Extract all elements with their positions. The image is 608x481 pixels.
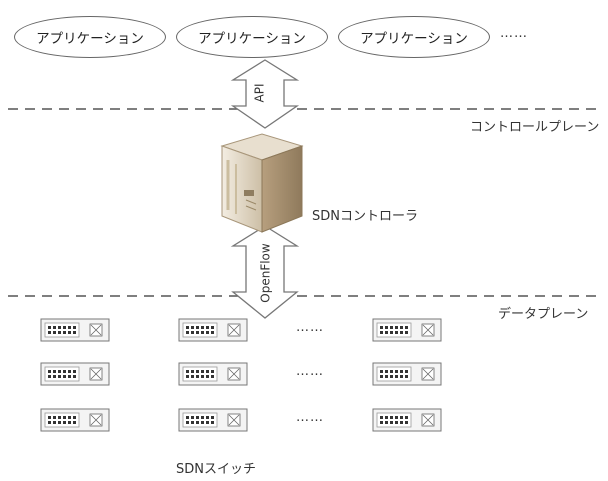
switch-icon xyxy=(40,408,110,432)
switch-icon xyxy=(178,318,248,342)
switch-icon xyxy=(40,318,110,342)
control-plane-label: コントロールプレーン xyxy=(470,120,600,135)
switch-row-ellipsis: …… xyxy=(296,410,324,425)
application-label: アプリケーション xyxy=(198,31,306,47)
application-node-3: アプリケーション xyxy=(338,16,490,58)
api-label: API xyxy=(252,83,267,103)
switch-icon xyxy=(372,408,442,432)
data-plane-label: データプレーン xyxy=(498,307,589,322)
switches-label: SDNスイッチ xyxy=(176,462,256,477)
switch-icon xyxy=(372,362,442,386)
switch-row-ellipsis: …… xyxy=(296,320,324,335)
application-node-1: アプリケーション xyxy=(14,16,166,58)
application-label: アプリケーション xyxy=(360,31,468,47)
switch-icon xyxy=(178,362,248,386)
openflow-arrow xyxy=(230,225,300,319)
application-label: アプリケーション xyxy=(36,31,144,47)
controller-label: SDNコントローラ xyxy=(312,209,418,224)
applications-ellipsis: …… xyxy=(500,26,528,41)
switch-icon xyxy=(372,318,442,342)
controller-server-icon xyxy=(220,133,304,233)
api-arrow xyxy=(230,59,300,129)
switch-icon xyxy=(178,408,248,432)
switch-row-ellipsis: …… xyxy=(296,364,324,379)
application-node-2: アプリケーション xyxy=(176,16,328,58)
switch-icon xyxy=(40,362,110,386)
openflow-label: OpenFlow xyxy=(258,243,273,303)
